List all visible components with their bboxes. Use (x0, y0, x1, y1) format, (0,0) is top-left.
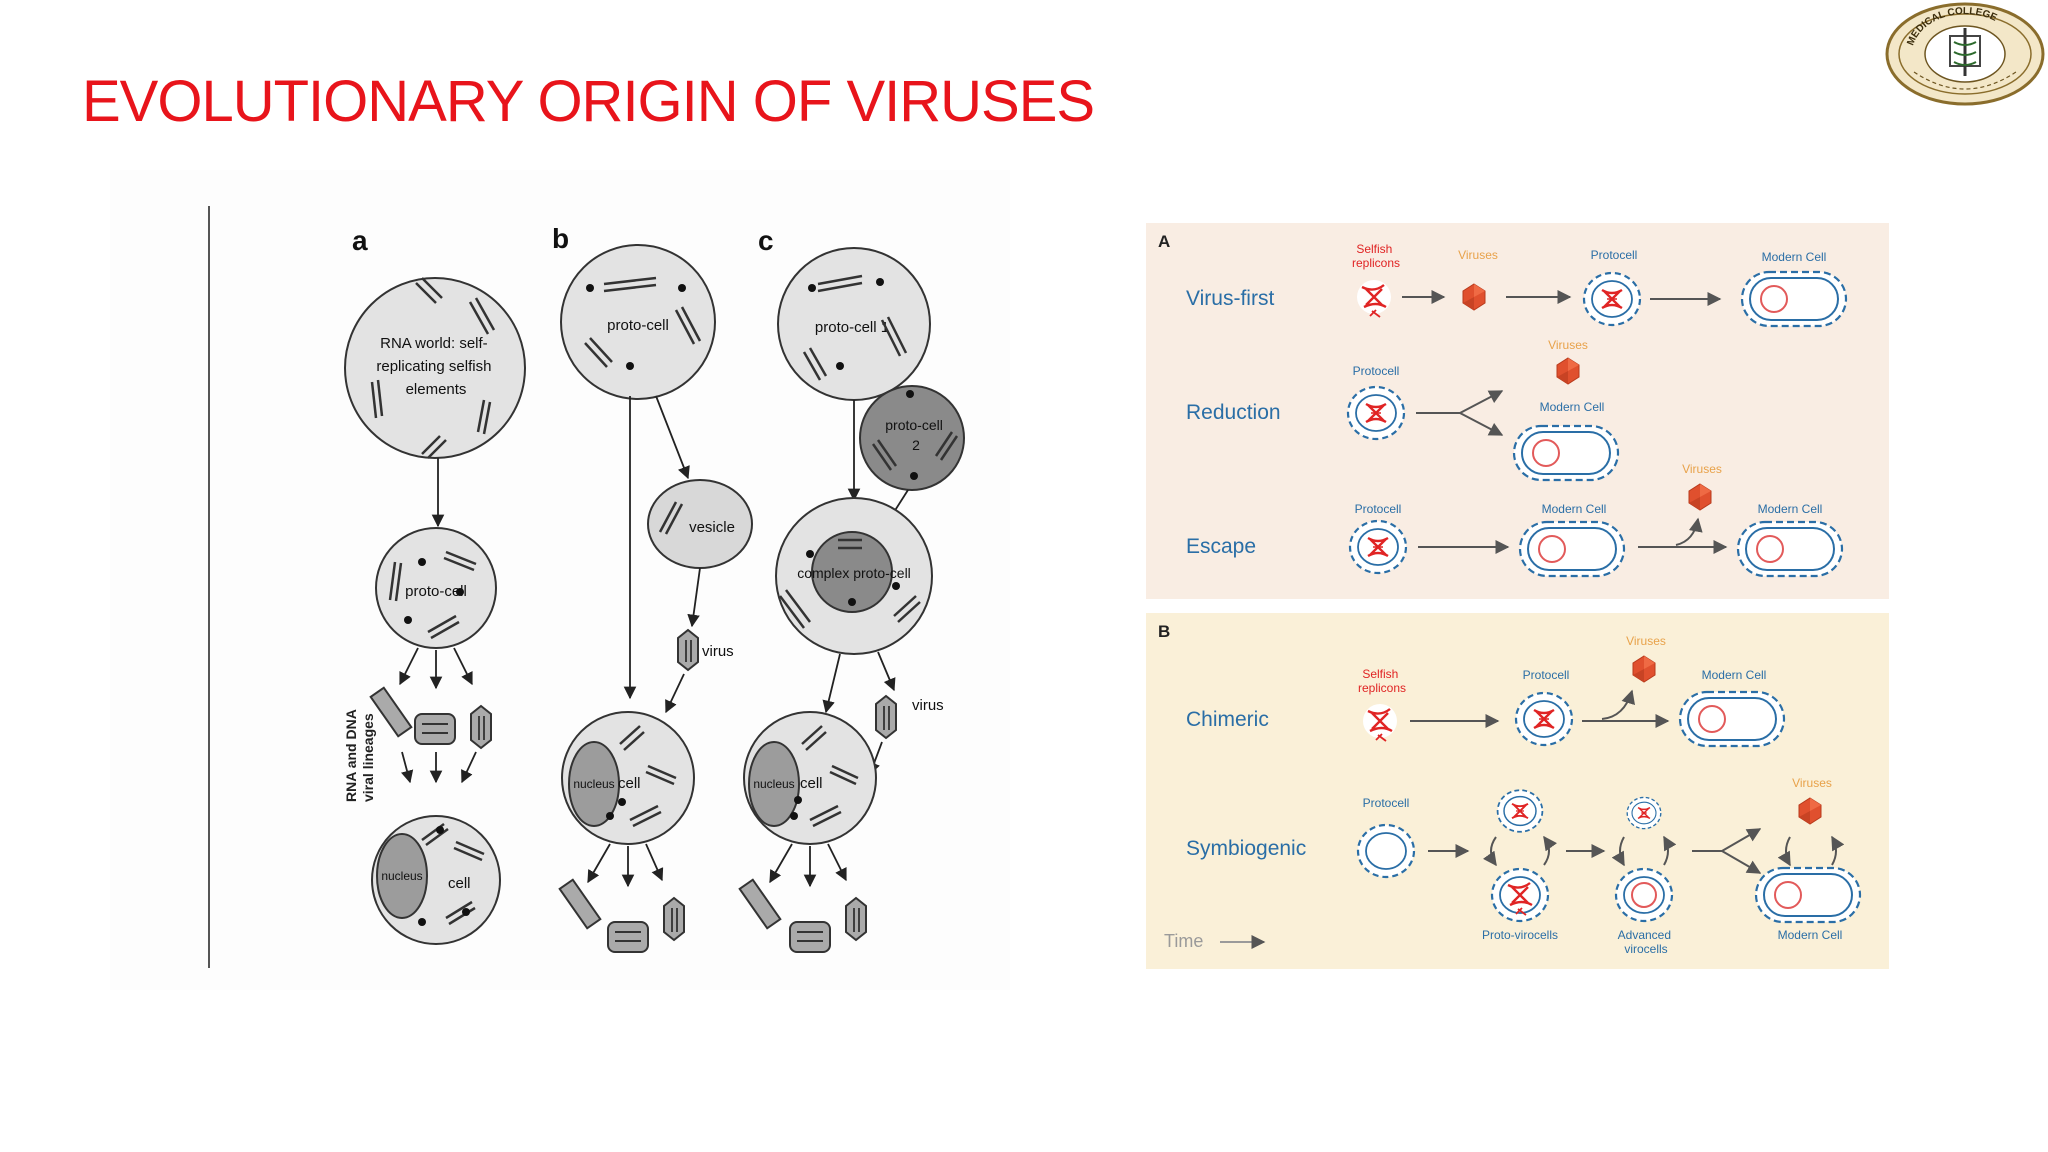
svg-text:virus: virus (702, 643, 734, 660)
svg-text:Modern Cell: Modern Cell (1702, 668, 1767, 682)
rna-world-circle (344, 277, 526, 459)
college-seal-logo: MEDICAL COLLEGE (1884, 2, 2046, 106)
row-reduction: Reduction Protocell Viruses Modern Cell (1186, 338, 1620, 482)
svg-text:virus: virus (912, 697, 944, 714)
svg-text:Symbiogenic: Symbiogenic (1186, 837, 1306, 860)
panel-B-hypotheses: B Chimeric Selfish replicons Protocell V… (1146, 613, 1889, 969)
svg-text:Chimeric: Chimeric (1186, 708, 1269, 731)
nucleus-b (568, 741, 620, 827)
svg-text:cell: cell (448, 875, 471, 892)
svg-text:Viruses: Viruses (1792, 776, 1832, 790)
svg-text:Protocell: Protocell (1355, 502, 1402, 516)
complex-proto-cell-inner (811, 531, 893, 613)
rna-world-label: RNA world: self- replicating selfish ele… (376, 335, 495, 398)
svg-text:Modern Cell: Modern Cell (1778, 928, 1843, 942)
svg-text:nucleus: nucleus (753, 777, 794, 791)
svg-text:proto-cell: proto-cell (607, 317, 669, 334)
svg-text:Protocell: Protocell (1523, 668, 1570, 682)
svg-text:Reduction: Reduction (1186, 401, 1281, 424)
svg-text:Advanced virocells: Advanced virocells (1618, 928, 1675, 956)
row-escape: Escape Protocell Modern Cell Viruses Mod… (1186, 462, 1844, 578)
slide-title: EVOLUTIONARY ORIGIN OF VIRUSES (82, 69, 1095, 134)
panel-b: b proto-cell vesicle virus nucleus (552, 223, 753, 953)
panel-b-letter: b (552, 223, 569, 254)
panel-a: a RNA world: self- replicating selfish e… (343, 225, 526, 945)
svg-text:proto-cell: proto-cell (405, 583, 467, 600)
panel-A-hypotheses: A Virus-first Selfish replicons Viruses … (1146, 223, 1889, 599)
svg-text:Protocell: Protocell (1353, 364, 1400, 378)
svg-text:Modern Cell: Modern Cell (1540, 400, 1605, 414)
svg-text:Modern Cell: Modern Cell (1762, 250, 1827, 264)
virus-origin-hypotheses-figure-left: a RNA world: self- replicating selfish e… (110, 170, 1010, 990)
row-virus-first: Virus-first Selfish replicons Viruses Pr… (1186, 242, 1848, 328)
svg-text:Protocell: Protocell (1363, 796, 1410, 810)
svg-text:nucleus: nucleus (573, 777, 614, 791)
svg-text:cell: cell (800, 775, 823, 792)
panel-c: c proto-cell 1 proto-cell 2 c (738, 225, 965, 953)
svg-text:complex proto-cell: complex proto-cell (797, 565, 911, 581)
svg-text:cell: cell (618, 775, 641, 792)
svg-text:Viruses: Viruses (1626, 634, 1666, 648)
svg-text:proto-cell 2: proto-cell 2 (885, 417, 946, 453)
svg-text:Selfish replicons: Selfish replicons (1358, 667, 1406, 695)
time-label: Time (1164, 931, 1203, 951)
svg-text:Viruses: Viruses (1548, 338, 1588, 352)
svg-text:nucleus: nucleus (381, 869, 422, 883)
panel-c-letter: c (758, 225, 774, 256)
svg-text:Modern Cell: Modern Cell (1758, 502, 1823, 516)
svg-text:Escape: Escape (1186, 535, 1256, 558)
row-chimeric: Chimeric Selfish replicons Protocell Vir… (1186, 634, 1786, 748)
svg-text:Protocell: Protocell (1591, 248, 1638, 262)
svg-text:Viruses: Viruses (1458, 248, 1498, 262)
svg-text:vesicle: vesicle (689, 519, 735, 536)
svg-text:B: B (1158, 622, 1170, 641)
svg-text:Virus-first: Virus-first (1186, 287, 1274, 310)
svg-text:Viruses: Viruses (1682, 462, 1722, 476)
svg-text:Modern Cell: Modern Cell (1542, 502, 1607, 516)
row-symbiogenic: Symbiogenic Protocell Proto-virocells (1186, 776, 1862, 956)
viral-lineages-label: RNA and DNA viral lineages (343, 706, 376, 802)
nucleus-a (376, 833, 428, 919)
virus-origin-scenarios-figure-right: A Virus-first Selfish replicons Viruses … (1146, 223, 1889, 969)
svg-text:A: A (1158, 232, 1170, 251)
svg-text:proto-cell 1: proto-cell 1 (815, 319, 889, 336)
svg-text:Proto-virocells: Proto-virocells (1482, 928, 1558, 942)
panel-a-letter: a (352, 225, 368, 256)
svg-text:Selfish replicons: Selfish replicons (1352, 242, 1400, 270)
nucleus-c (748, 741, 800, 827)
